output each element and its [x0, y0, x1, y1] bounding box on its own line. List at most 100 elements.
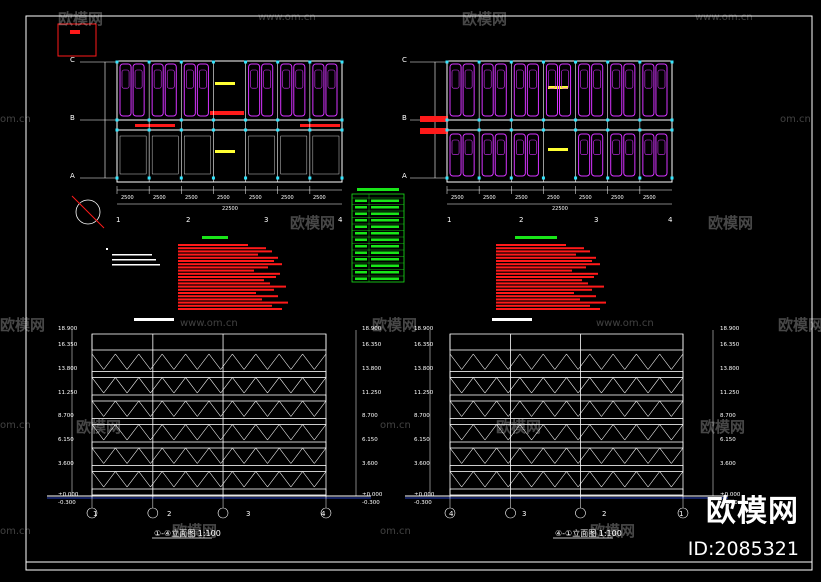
elev-right-truss	[519, 353, 532, 370]
elev-left-truss	[208, 471, 221, 488]
level-label-left-b: 18.900	[362, 326, 382, 332]
elevation-right	[405, 318, 728, 519]
notes-left-line	[178, 292, 256, 294]
elev-right-truss	[624, 424, 637, 441]
elev-right-axis-3: 3	[522, 510, 527, 518]
level-label-left-b: -0.300	[362, 500, 380, 506]
plan-right-car-body	[625, 69, 634, 89]
plan-right-column	[670, 128, 674, 132]
elev-left-truss	[278, 377, 292, 394]
plan-right-dim-total: 22500	[552, 206, 568, 212]
level-label-right-b: 6.150	[720, 437, 736, 443]
plan-right-car-stall	[481, 133, 494, 177]
elev-right-truss	[636, 353, 649, 370]
elev-right-truss	[589, 447, 602, 464]
legend-row-key	[355, 206, 367, 209]
notes-right-line	[496, 266, 586, 269]
plan-right-car-body	[625, 139, 634, 155]
notes-right-line	[496, 256, 596, 259]
elev-left-slab	[91, 441, 327, 449]
elev-right-truss	[624, 471, 637, 488]
elev-left-axis-bubble	[147, 507, 159, 519]
level-label-right-b: 3.600	[720, 461, 736, 467]
legend-row-key	[355, 271, 367, 274]
elev-left-truss	[115, 377, 128, 394]
elev-left-truss	[255, 447, 268, 464]
level-label-right-a: 3.600	[414, 461, 430, 467]
plan-left-dim-6: 2500	[281, 195, 294, 201]
plan-right-car-stall	[481, 63, 494, 117]
elev-left-axis-bubble	[86, 507, 98, 519]
elev-left-axis-2: 2	[167, 510, 172, 518]
notes-right-line	[496, 250, 590, 253]
elev-right-truss	[612, 471, 625, 488]
elev-left-truss	[115, 353, 128, 370]
elev-left-truss	[243, 353, 257, 370]
elev-right-truss	[577, 471, 591, 488]
level-label-right-b: 8.700	[720, 413, 736, 419]
level-label-right-b: -0.300	[720, 500, 738, 506]
plan-left-column	[211, 128, 215, 132]
elev-right-truss	[473, 400, 486, 417]
plan-left-dim-5: 2500	[249, 195, 262, 201]
plan-right-car-body	[612, 139, 621, 155]
plan-right-column	[670, 60, 674, 64]
plan-right-column	[541, 118, 545, 122]
legend-row-value	[371, 245, 399, 248]
elev-right-truss	[612, 424, 625, 441]
elev-right-truss	[449, 377, 462, 394]
level-label-right-a: 6.150	[414, 437, 430, 443]
watermark-11: 欧模网	[172, 522, 218, 540]
legend-row-key	[355, 238, 367, 241]
legend-row-key	[355, 245, 367, 248]
plan-right-car-stall	[623, 133, 636, 177]
plan-right-column	[670, 176, 674, 180]
elev-right-truss	[496, 400, 509, 417]
elev-left-truss	[278, 400, 292, 417]
plan-right-column	[445, 60, 449, 64]
elev-right-truss	[589, 424, 602, 441]
elev-right-truss	[671, 400, 684, 417]
elev-left-slab	[91, 418, 327, 425]
elev-left-truss	[173, 353, 186, 370]
notes-right-line	[496, 308, 600, 310]
plan-right-car-stall	[545, 63, 559, 117]
elev-right-truss	[601, 424, 614, 441]
elev-left-truss	[314, 424, 327, 441]
notes-right-line	[496, 253, 576, 256]
elev-right-truss	[589, 353, 602, 370]
elev-right-truss	[484, 353, 497, 370]
plan-left-column	[179, 60, 183, 64]
elev-left-truss	[197, 447, 210, 464]
level-label-left-a: 8.700	[58, 413, 74, 419]
notes-right-line	[496, 285, 604, 288]
level-label-left-b: 11.250	[362, 390, 382, 396]
notes-right	[515, 236, 557, 239]
plan-left-column	[244, 118, 248, 122]
plan-left-column	[276, 60, 280, 64]
watermark-url-1: www.om.cn	[258, 12, 316, 23]
elev-left-title: ①-④立面图 1:100	[154, 529, 221, 538]
plan-right-car-stall	[655, 133, 668, 177]
level-label-left-a: 18.900	[58, 326, 78, 332]
plan-right-row-a: A	[402, 172, 407, 180]
plan-right-car-body	[548, 69, 556, 89]
plan-left-column	[340, 118, 344, 122]
notes-left-line	[178, 288, 274, 291]
plan-right-car-body	[561, 69, 569, 89]
plan-right-col-3: 3	[594, 216, 599, 224]
level-label-right-b: 11.250	[720, 390, 740, 396]
plan-right-car-body	[644, 69, 653, 89]
elev-left-truss	[197, 471, 210, 488]
plan-left-label-upper	[215, 82, 235, 85]
elev-right-slab	[449, 333, 684, 351]
plan-left-car-body	[121, 69, 130, 89]
plan-left-col-4: 4	[338, 216, 343, 224]
elev-right-truss	[508, 447, 521, 464]
watermark-4: 欧模网	[708, 214, 754, 232]
elev-left-truss	[138, 424, 151, 441]
elev-right-truss	[508, 400, 521, 417]
elev-left-truss	[138, 353, 151, 370]
elev-right-axis-bubble	[444, 507, 456, 519]
elev-left-truss	[91, 424, 104, 441]
